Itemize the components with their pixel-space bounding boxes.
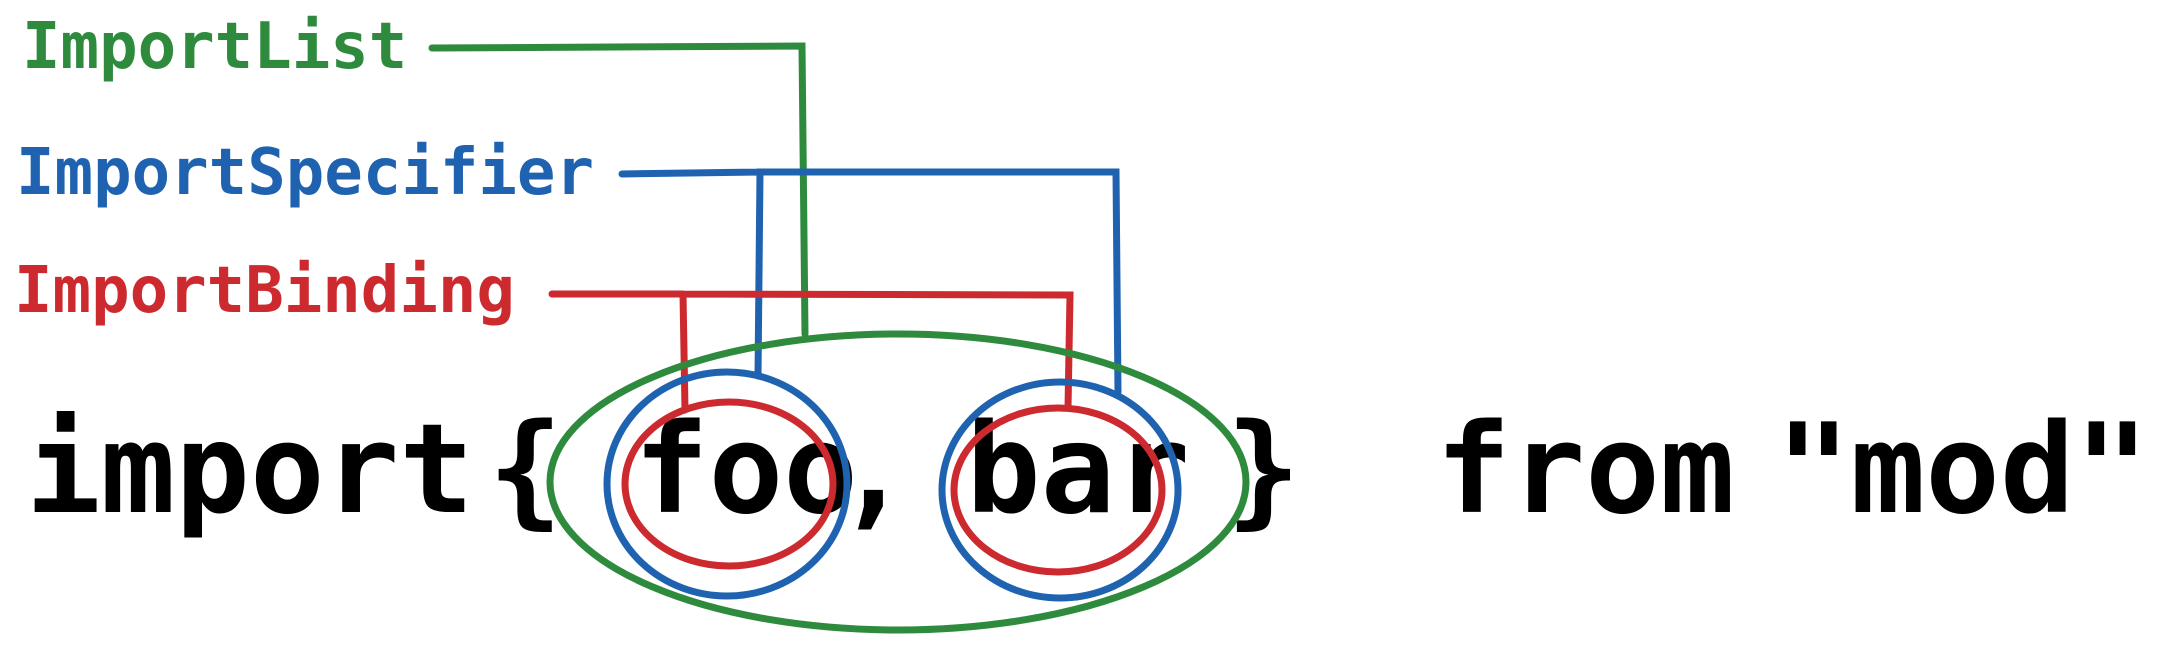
import-list-connector xyxy=(428,42,809,338)
import-specifier-ring-foo xyxy=(603,368,851,600)
import-list-ellipse xyxy=(546,330,1250,634)
import-list-label: ImportList xyxy=(22,10,407,84)
code-import-keyword: import xyxy=(26,398,474,542)
import-binding-ring-foo xyxy=(621,398,837,570)
code-module-string: "mod"; xyxy=(1776,398,2168,542)
import-binding-ring-bar xyxy=(950,404,1166,576)
code-from-keyword: from xyxy=(1436,398,1735,542)
import-binding-connector xyxy=(548,290,1074,414)
import-binding-label: ImportBinding xyxy=(14,254,515,328)
import-specifier-ring-bar xyxy=(938,378,1182,602)
import-specifier-label: ImportSpecifier xyxy=(16,136,594,210)
import-specifier-connector xyxy=(618,168,1122,396)
